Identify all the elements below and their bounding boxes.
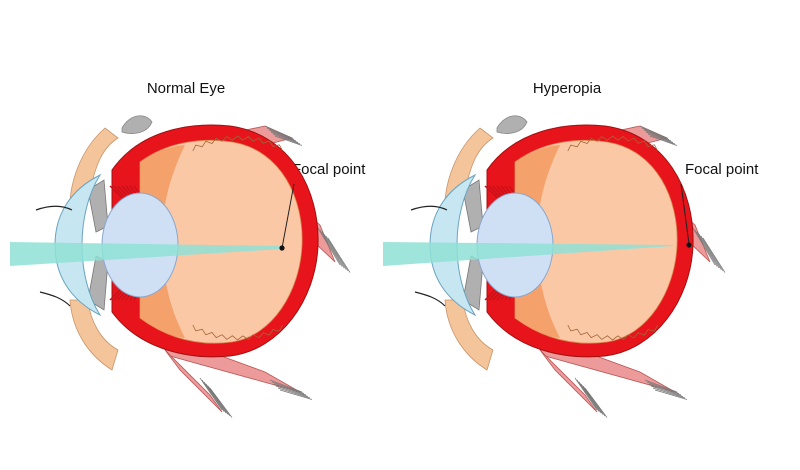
- tendon-fiber: [325, 235, 349, 272]
- tendon-fiber: [700, 235, 724, 272]
- vitreous-body: [514, 139, 678, 344]
- tendon-fiber: [273, 383, 307, 396]
- focal-point-marker-icon: [686, 242, 692, 248]
- focal-point-leader: [680, 183, 690, 245]
- tendon-fiber: [264, 125, 293, 139]
- tendon-fiber: [698, 233, 722, 270]
- tendon-fiber: [270, 131, 299, 143]
- tendon-fiber: [277, 387, 311, 399]
- tendon-fiber: [271, 381, 305, 394]
- upper-eyelash: [35, 205, 73, 211]
- light-beam-icon: [383, 242, 673, 266]
- tendon-fiber: [327, 237, 351, 273]
- upper-eyelash: [410, 205, 448, 211]
- tendon-fiber: [201, 379, 225, 412]
- tendon-fiber: [279, 389, 313, 400]
- focal-point-marker-icon: [279, 245, 285, 251]
- tendon-fiber: [574, 377, 598, 411]
- tendon-fiber: [209, 387, 233, 418]
- tendon-fiber: [578, 381, 602, 414]
- tendon-fiber: [639, 125, 668, 139]
- tendon-fiber: [646, 381, 680, 394]
- tendon-fiber: [268, 129, 297, 142]
- lower-muscle-2: [164, 349, 223, 413]
- tendon-fiber: [692, 227, 716, 266]
- tendon-fiber: [321, 231, 345, 269]
- serrated-edge-bottom: [567, 324, 658, 341]
- tendon-fiber: [205, 383, 229, 415]
- tendon-fiber: [580, 383, 604, 415]
- lower-eyelash: [414, 291, 446, 307]
- tendon-fiber: [323, 233, 347, 270]
- tendon-fiber: [641, 127, 670, 140]
- focal-point-leader: [281, 183, 295, 249]
- tendon-fiber: [644, 379, 678, 393]
- tendon-fiber: [647, 133, 676, 145]
- vitreous-body: [139, 139, 303, 344]
- tendon-fiber: [272, 133, 301, 145]
- lower-eyelid: [69, 299, 119, 371]
- tendon-fiber: [654, 389, 688, 400]
- lower-eyelash: [39, 291, 71, 307]
- tendon-fiber: [643, 129, 672, 142]
- tendon-fiber: [207, 385, 231, 417]
- serrated-edge-bottom: [192, 324, 283, 341]
- tendon-fiber: [694, 229, 718, 267]
- eye-cross-section-icon: [35, 115, 351, 418]
- tendon-fiber: [269, 379, 303, 393]
- tendon-fiber: [645, 131, 674, 143]
- hyperopia-focal-label: Focal point: [685, 161, 759, 178]
- normal-eye-diagram-icon: [10, 115, 351, 418]
- tendon-fiber: [582, 385, 606, 417]
- tendon-fiber: [584, 387, 608, 418]
- light-beam-icon: [10, 242, 282, 266]
- tendon-fiber: [652, 387, 686, 399]
- tendon-fiber: [203, 381, 227, 414]
- hyperopia-diagram-icon: [383, 115, 726, 418]
- hyperopia-title: Hyperopia: [532, 80, 602, 97]
- tendon-fiber: [319, 229, 343, 267]
- hyperopia-panel: Hyperopia Focal point: [375, 0, 800, 470]
- tendon-fiber: [199, 377, 223, 411]
- serrated-edge-top: [567, 135, 658, 152]
- tendon-fiber: [576, 379, 600, 412]
- tendon-fiber: [650, 385, 684, 397]
- tendon-fiber: [649, 135, 678, 146]
- tendon-fiber: [274, 135, 303, 146]
- tendon-fiber: [266, 127, 295, 140]
- normal-eye-focal-label: Focal point: [292, 161, 366, 178]
- tendon-fiber: [696, 231, 720, 269]
- tendon-fiber: [317, 227, 341, 266]
- tendon-fiber: [702, 237, 726, 273]
- tendon-fiber: [648, 383, 682, 396]
- lower-muscle-2: [539, 349, 598, 413]
- eye-cross-section-icon: [410, 115, 726, 418]
- tendon-fiber: [275, 385, 309, 397]
- serrated-edge-top: [192, 135, 283, 152]
- normal-eye-title: Normal Eye: [146, 80, 226, 97]
- lacrimal-tissue: [121, 115, 153, 134]
- lower-eyelid: [444, 299, 494, 371]
- normal-eye-panel: Normal Eye Focal point: [10, 80, 366, 418]
- lacrimal-tissue: [496, 115, 528, 134]
